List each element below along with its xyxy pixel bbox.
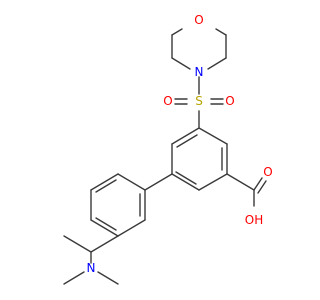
sulfur-label: S [195, 94, 203, 108]
carboxylic-acid [226, 173, 267, 207]
central-benzene-ring [171, 127, 228, 191]
sulfonyl-oxygen-left-label: O [163, 94, 172, 108]
carbonyl-oxygen-label: O [263, 165, 272, 179]
dimethylamine-nitrogen-label: N [87, 261, 96, 275]
morpholine-oxygen-label: O [194, 13, 203, 27]
biphenyl-bond [144, 173, 173, 191]
sulfonyl-double-bonds [174, 98, 224, 105]
morpholine-nitrogen-label: N [195, 65, 204, 79]
sulfonyl-oxygen-right-label: O [225, 94, 234, 108]
molecule-diagram: O N S O O O OH N [63, 13, 273, 285]
hydroxyl-label: OH [245, 213, 263, 227]
dimethylaminoethyl-group [63, 235, 119, 285]
left-benzene-ring [90, 173, 146, 237]
morpholine-ring [171, 28, 227, 70]
